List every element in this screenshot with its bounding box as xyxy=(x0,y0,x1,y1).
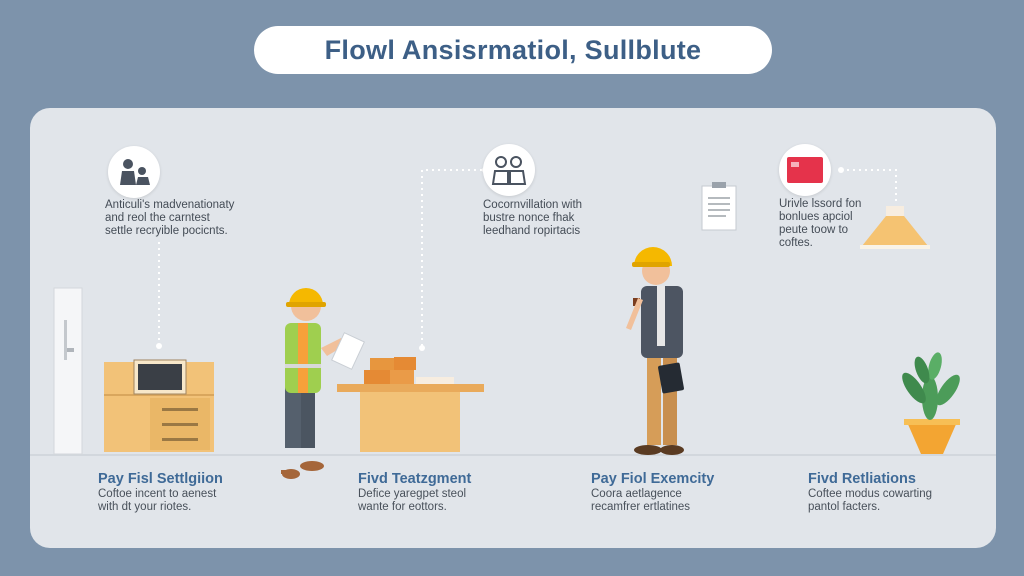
desk-with-boxes-illustration xyxy=(337,357,484,452)
note-line: Urivle lssord fon xyxy=(779,198,862,210)
team-icon xyxy=(483,144,535,196)
note-line: and reol the carntest xyxy=(105,212,210,224)
lamp-illustration xyxy=(860,206,930,249)
section-desc-line: Defice yaregpet steol xyxy=(358,488,467,500)
cabinet-illustration xyxy=(104,359,214,452)
section-1: Pay Fisl Settlgiion Coftoe incent to aen… xyxy=(98,470,223,514)
note-line: bonlues apciol xyxy=(779,211,853,223)
worker-with-tablet-illustration xyxy=(626,247,684,455)
card-icon xyxy=(779,144,831,196)
illustration-layer xyxy=(53,167,960,479)
page-title: Flowl Ansisrmatiol, Sullblute xyxy=(254,26,772,74)
note-block-3: Urivle lssord fon bonlues apciol peute t… xyxy=(779,198,861,250)
clipboard-illustration xyxy=(701,182,737,231)
section-desc-line: Coftee modus cowarting xyxy=(808,488,933,500)
door-illustration xyxy=(53,287,83,455)
section-desc-line: recamfrer ertlatines xyxy=(591,501,691,513)
note-block-1: Anticuli's madvenationaty and reol the c… xyxy=(105,199,234,238)
note-line: bustre nonce fhak xyxy=(483,212,575,224)
section-desc-line: pantol facters. xyxy=(808,501,881,513)
note-line: settle recryible pocicnts. xyxy=(105,225,228,237)
note-block-2: Cocornvillation with bustre nonce fhak l… xyxy=(483,199,582,238)
infographic-panel: Anticuli's madvenationaty and reol the c… xyxy=(30,108,996,548)
floor-line xyxy=(30,454,996,456)
section-3: Pay Fiol Exemcity Coora aetlagence recam… xyxy=(591,470,714,514)
section-title: Pay Fisl Settlgiion xyxy=(98,471,223,487)
worker-with-paper-illustration xyxy=(281,288,365,479)
section-desc-line: wante for eottors. xyxy=(358,501,447,513)
section-title: Fivd Retliations xyxy=(808,471,916,487)
note-line: leedhand ropirtacis xyxy=(483,225,581,237)
note-line: coftes. xyxy=(779,237,813,249)
note-line: peute toow to xyxy=(779,224,849,236)
section-title: Pay Fiol Exemcity xyxy=(591,471,715,487)
note-line: Anticuli's madvenationaty xyxy=(105,199,235,211)
plant-illustration xyxy=(902,352,960,454)
section-desc-line: Coftoe incent to aenest xyxy=(98,488,217,500)
dotted-connectors xyxy=(158,169,897,346)
note-line: Cocornvillation with xyxy=(483,199,583,211)
section-desc-line: Coora aetlagence xyxy=(591,488,682,500)
section-title: Fivd Teatzgment xyxy=(358,471,472,487)
section-4: Fivd Retliations Coftee modus cowarting … xyxy=(808,470,932,514)
people-icon xyxy=(108,146,160,198)
section-2: Fivd Teatzgment Defice yaregpet steol wa… xyxy=(358,470,471,514)
section-desc-line: with dt your riotes. xyxy=(98,501,192,513)
